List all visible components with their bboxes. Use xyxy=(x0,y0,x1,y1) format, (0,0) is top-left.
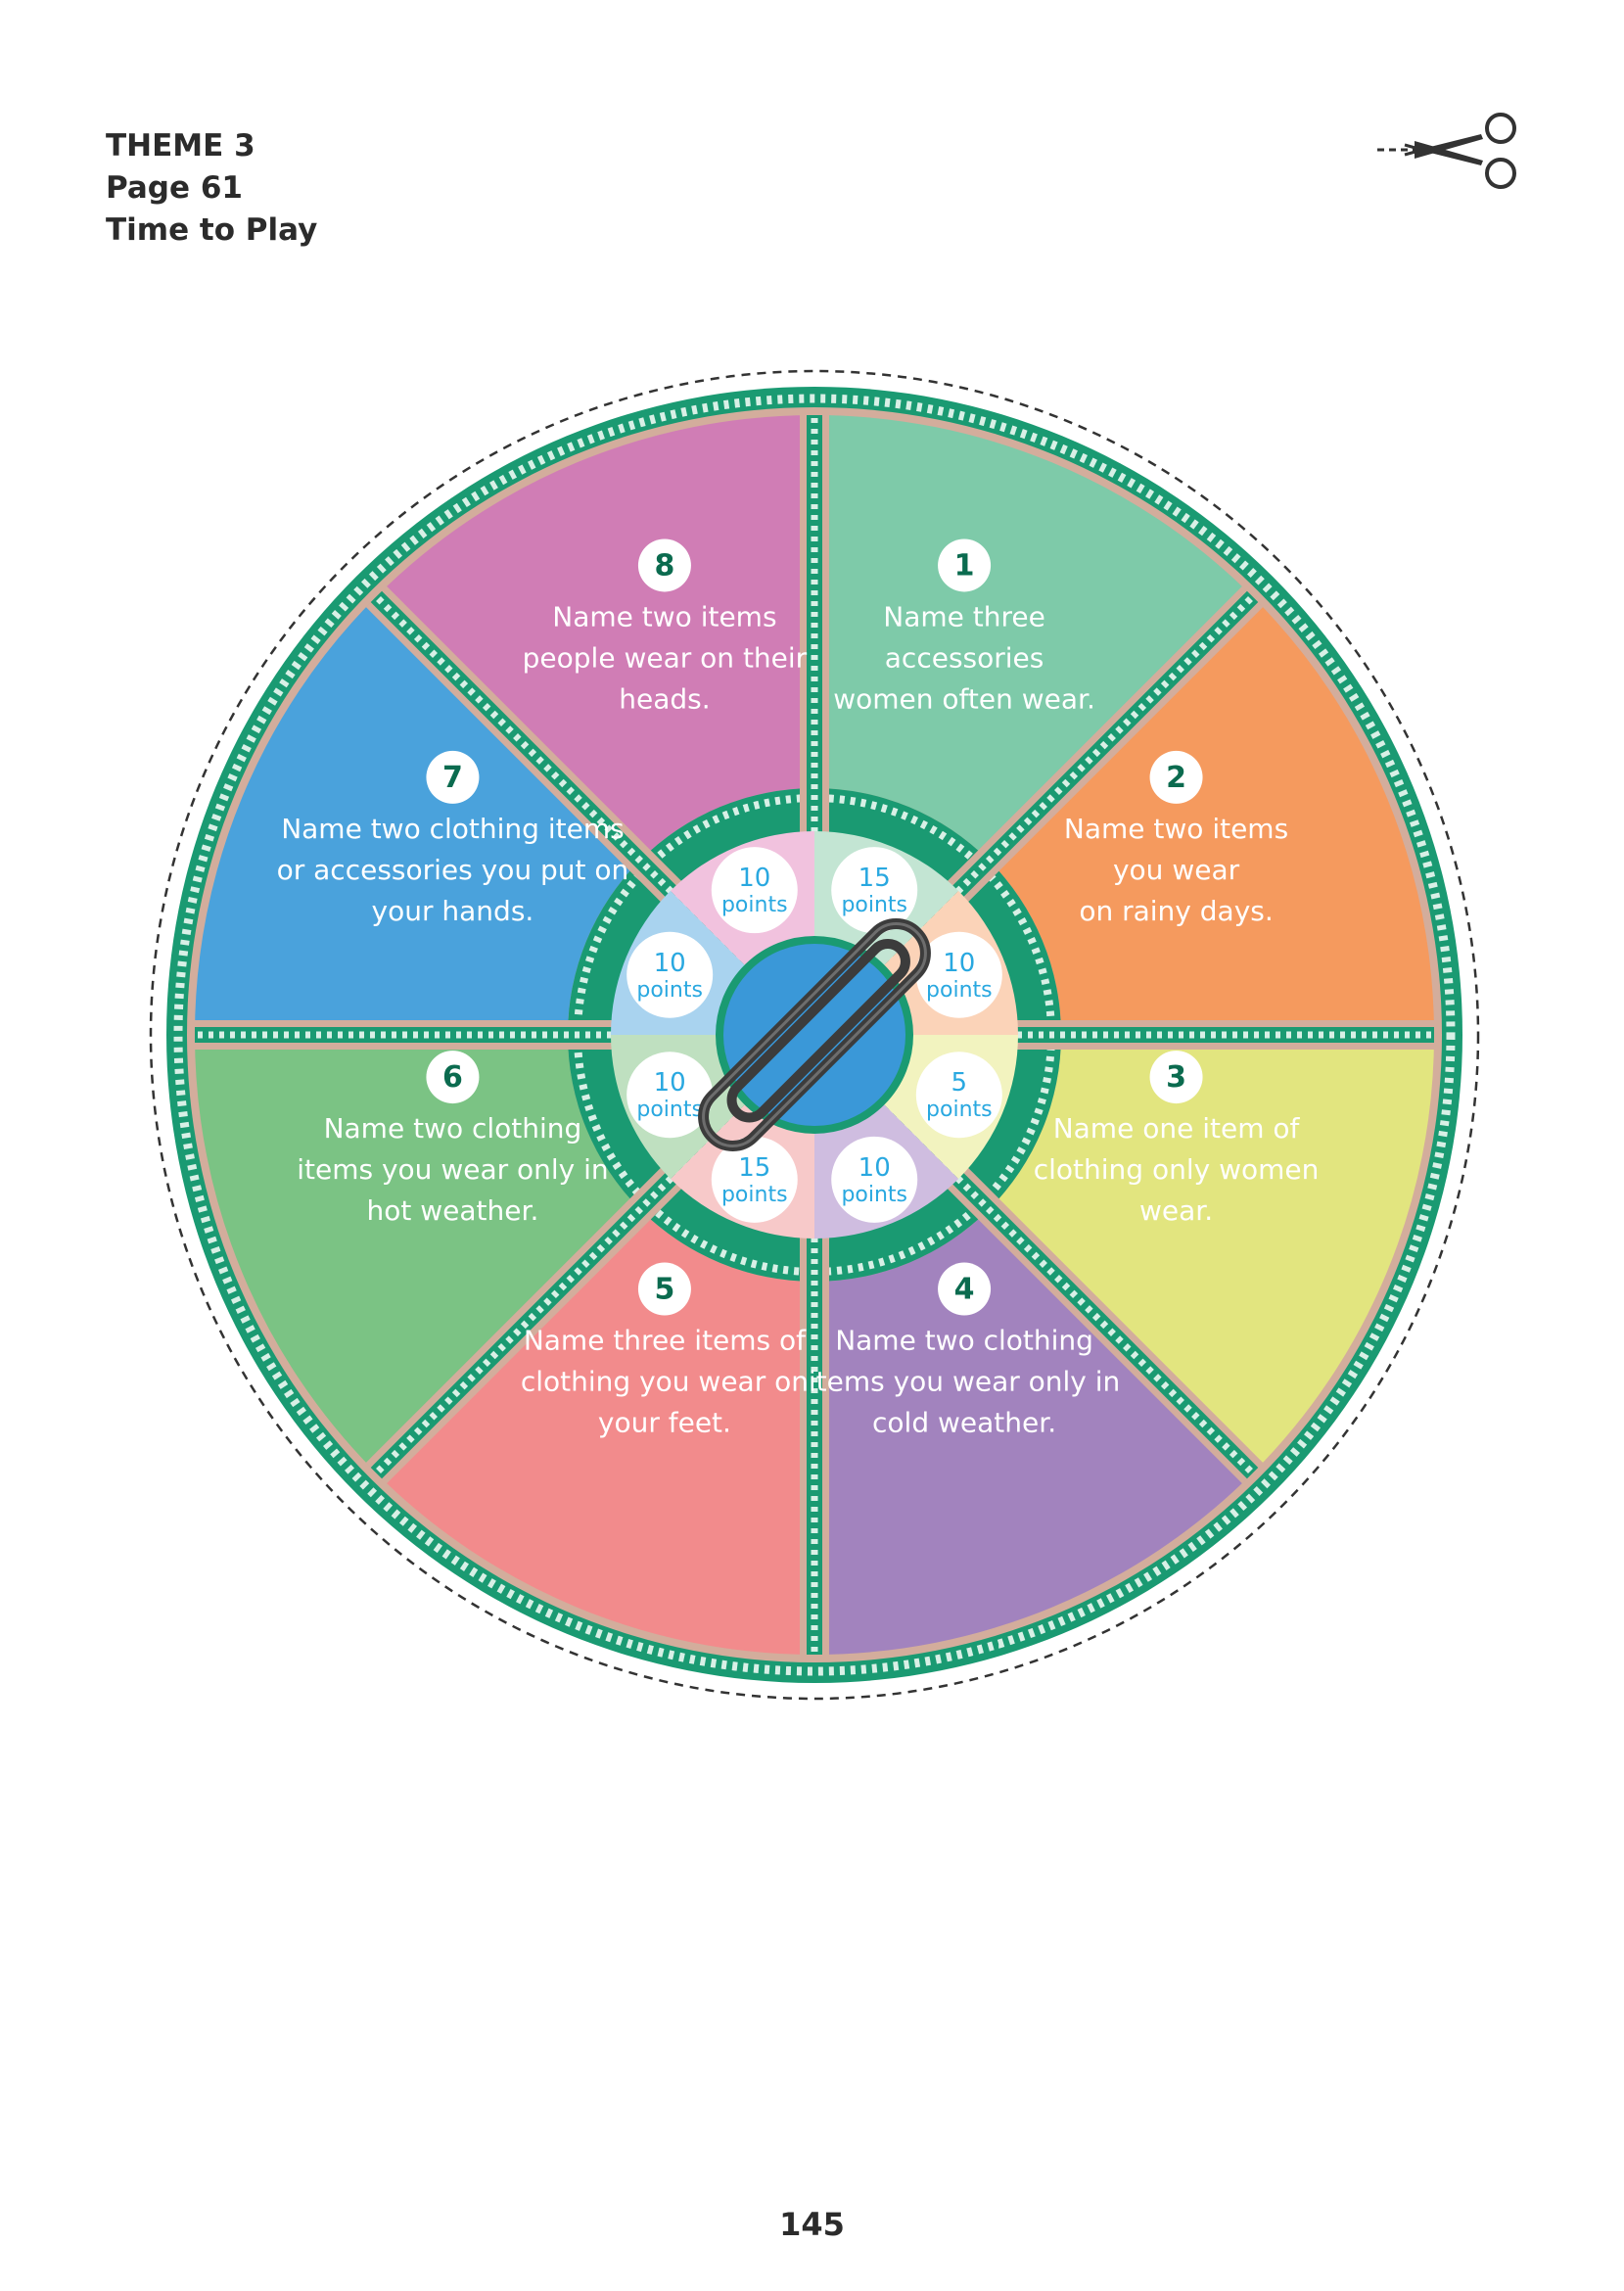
number-badge xyxy=(637,1262,691,1316)
segment-prompt-line: clothing you wear on xyxy=(521,1366,809,1398)
points-value: 10 xyxy=(943,949,975,978)
segment-prompt-line: items you wear only in xyxy=(809,1366,1120,1398)
segment-prompt-line: cold weather. xyxy=(872,1407,1056,1439)
segment-prompt-line: or accessories you put on xyxy=(277,854,629,886)
segment-5 xyxy=(376,1209,814,1655)
segment-number: 5 xyxy=(654,1273,674,1307)
spinner-center xyxy=(716,936,913,1134)
points-circle xyxy=(831,1136,918,1223)
segment-prompt-line: Name two clothing items xyxy=(281,813,625,845)
points-circle xyxy=(831,847,918,934)
segment-prompt-line: people wear on their xyxy=(523,641,808,674)
segment-prompt-line: wear. xyxy=(1139,1194,1213,1227)
number-badge xyxy=(637,538,691,592)
segment-prompt-line: your hands. xyxy=(372,895,534,927)
points-unit: points xyxy=(636,978,703,1003)
points-value: 10 xyxy=(738,864,770,893)
number-badge xyxy=(426,750,480,804)
points-circle xyxy=(711,847,798,934)
points-value: 10 xyxy=(858,1153,891,1183)
segment-prompt-line: Name two clothing xyxy=(835,1325,1093,1357)
points-value: 10 xyxy=(654,1068,686,1098)
number-badge xyxy=(426,1051,480,1104)
section-title: Time to Play xyxy=(106,212,318,248)
segment-number: 2 xyxy=(1166,761,1186,795)
number-badge xyxy=(1149,750,1203,804)
points-value: 10 xyxy=(654,949,686,978)
points-unit: points xyxy=(721,1183,788,1207)
segment-6 xyxy=(195,1035,640,1473)
points-unit: points xyxy=(926,978,993,1003)
segment-number: 4 xyxy=(954,1273,975,1307)
points-value: 5 xyxy=(951,1068,968,1098)
segment-number: 8 xyxy=(654,548,674,583)
segment-1 xyxy=(814,415,1253,861)
segment-prompt-line: hot weather. xyxy=(367,1194,539,1227)
paperclip-icon[interactable] xyxy=(691,912,938,1158)
segment-prompt-line: items you wear only in xyxy=(297,1153,608,1186)
segment-prompt-line: Name two clothing xyxy=(324,1112,582,1145)
segment-prompt-line: Name two items xyxy=(1064,813,1288,845)
segment-prompt-line: heads. xyxy=(619,682,710,715)
segment-7 xyxy=(195,596,640,1035)
page-header: THEME 3 Page 61 Time to Play xyxy=(106,125,317,252)
scissors-icon xyxy=(1377,113,1516,189)
points-unit: points xyxy=(721,893,788,917)
segment-prompt-line: women often wear. xyxy=(833,682,1095,715)
points-value: 15 xyxy=(858,864,891,893)
segment-2 xyxy=(989,596,1434,1035)
number-badge xyxy=(938,1262,992,1316)
segment-prompt-line: Name three xyxy=(883,600,1045,632)
segment-number: 1 xyxy=(954,548,975,583)
points-circle xyxy=(915,931,1002,1018)
segment-3 xyxy=(989,1035,1434,1473)
points-unit: points xyxy=(841,1183,907,1207)
points-unit: points xyxy=(636,1098,703,1122)
segment-prompt-line: on rainy days. xyxy=(1079,895,1273,927)
segment-prompt-line: your feet. xyxy=(598,1407,731,1439)
segment-number: 3 xyxy=(1166,1060,1186,1095)
segment-prompt-line: you wear xyxy=(1113,854,1240,886)
segment-prompt-line: Name three items of xyxy=(524,1325,807,1357)
segment-number: 6 xyxy=(442,1060,463,1095)
outer-border-ticks xyxy=(173,394,1456,1676)
segment-prompt-line: Name two items xyxy=(552,600,776,632)
cut-line xyxy=(149,369,1480,1701)
segment-4 xyxy=(814,1209,1253,1655)
points-value: 15 xyxy=(738,1153,770,1183)
number-badge xyxy=(938,538,992,592)
page-number: 145 xyxy=(779,2206,845,2243)
points-circle xyxy=(626,1052,714,1139)
segment-prompt-line: clothing only women xyxy=(1034,1153,1320,1186)
segment-prompt-line: accessories xyxy=(885,641,1044,674)
theme-label: THEME 3 xyxy=(106,128,255,164)
points-circle xyxy=(915,1052,1002,1139)
number-badge xyxy=(1149,1051,1203,1104)
points-unit: points xyxy=(841,893,907,917)
segment-prompt-line: Name one item of xyxy=(1053,1112,1301,1145)
page-reference: Page 61 xyxy=(106,170,243,206)
points-circle xyxy=(711,1136,798,1223)
points-circle xyxy=(626,931,714,1018)
segment-number: 7 xyxy=(442,761,463,795)
segment-8 xyxy=(376,415,814,861)
points-unit: points xyxy=(926,1098,993,1122)
